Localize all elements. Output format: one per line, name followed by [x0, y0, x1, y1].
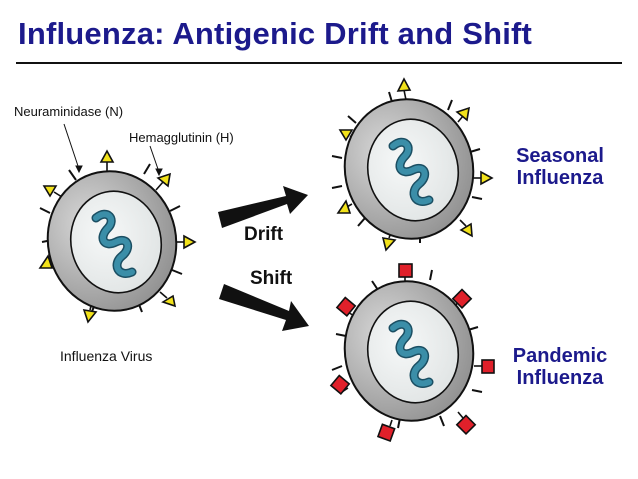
neuraminidase-label: Neuraminidase (N) [14, 104, 124, 119]
pandemic-influenza-label: Pandemic Influenza [500, 345, 620, 389]
virus-label: Influenza Virus [60, 348, 153, 364]
pandemic-line-1: Pandemic [512, 345, 608, 367]
influenza-virus [38, 149, 197, 324]
shift-label: Shift [250, 268, 293, 289]
label-pointers [63, 123, 163, 177]
page-title: Influenza: Antigenic Drift and Shift [18, 16, 533, 51]
seasonal-influenza-label: Seasonal Influenza [500, 145, 620, 189]
pandemic-virus [329, 263, 495, 442]
seasonal-line-1: Seasonal [516, 145, 604, 167]
drift-arrow [218, 186, 308, 228]
shift-arrow [219, 284, 309, 331]
pandemic-line-2: Influenza [516, 367, 604, 389]
drift-label: Drift [244, 224, 284, 245]
hemagglutinin-label: Hemagglutinin (H) [129, 130, 234, 145]
virus-spikes-h [38, 149, 197, 324]
seasonal-line-2: Influenza [516, 167, 604, 189]
title-underline [16, 62, 622, 64]
seasonal-virus [331, 77, 494, 252]
